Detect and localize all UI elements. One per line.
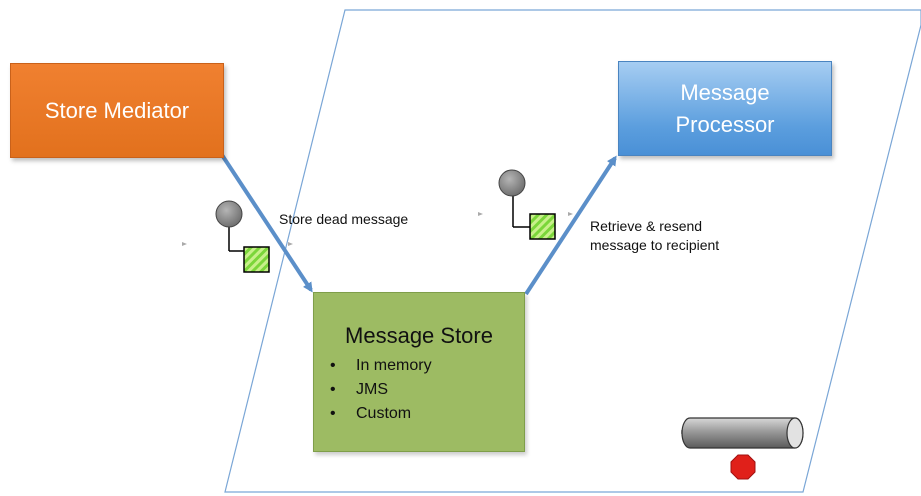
message-store-list: • In memory • JMS • Custom	[330, 354, 432, 426]
pipe-channel-icon	[681, 417, 804, 449]
retrieve-resend-label: Retrieve & resend message to recipient	[590, 217, 719, 255]
message-processor-label: Message Processor	[675, 79, 775, 137]
bullet: •	[330, 357, 336, 374]
message-store-node: Message Store • In memory • JMS • Custom	[313, 292, 525, 452]
list-item: • Custom	[330, 402, 432, 426]
list-item-text: JMS	[356, 381, 388, 398]
retrieve-resend-line-2: message to recipient	[590, 237, 720, 253]
store-dead-message-label: Store dead message	[279, 211, 409, 227]
arrow-store-to-processor	[524, 155, 617, 296]
retrieve-resend-line-1: Retrieve & resend	[590, 218, 703, 234]
bullet: •	[330, 405, 336, 422]
bullet: •	[330, 381, 336, 398]
store-mediator-label: Store Mediator	[44, 97, 190, 123]
arrow-mediator-to-store	[220, 153, 313, 293]
list-item: • JMS	[330, 378, 432, 402]
channel-adapter-icon-right	[478, 169, 573, 240]
list-item: • In memory	[330, 354, 432, 378]
list-item-text: In memory	[356, 357, 432, 374]
channel-adapter-icon-left	[182, 200, 293, 273]
message-processor-node: Message Processor	[618, 61, 832, 156]
list-item-text: Custom	[356, 405, 412, 422]
message-store-title: Message Store	[345, 323, 493, 348]
store-mediator-node: Store Mediator	[10, 63, 224, 158]
stop-sign-icon	[730, 454, 756, 480]
